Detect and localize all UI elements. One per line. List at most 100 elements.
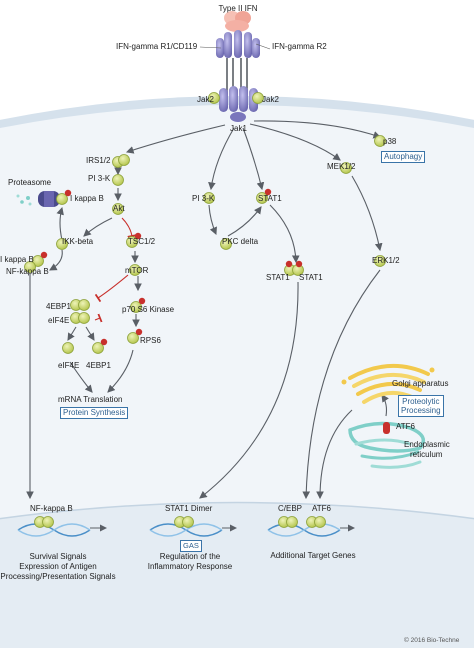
arrow-jak-to-p38 [253, 120, 382, 139]
gas-box: GAS [180, 540, 202, 552]
irs-node-b [118, 154, 130, 166]
eif4e-node-b [78, 312, 90, 324]
jak1-label: Jak1 [230, 124, 247, 133]
mtor-node [129, 264, 141, 276]
akt-node [112, 203, 124, 215]
dna-helix-middle [149, 523, 237, 537]
erk-label: ERK1/2 [372, 256, 400, 265]
phospho-rps6 [135, 328, 143, 336]
er-label-2: reticulum [410, 450, 443, 459]
phospho-ikappab-top [64, 189, 72, 197]
stat1-dimer-left-label: STAT1 [266, 273, 290, 282]
arrow-stat1-to-dimer [269, 204, 300, 264]
arrow-akt-to-ikk [83, 217, 113, 237]
p70-node [130, 301, 142, 313]
nucleus-atf6-b [314, 516, 326, 528]
p70-label: p70 S6 Kinase [122, 305, 175, 314]
arrow-golgi-to-atf6 [316, 409, 353, 500]
nucleus-cebp-label: C/EBP [278, 504, 303, 513]
arrow-dimer-to-nucleus [199, 281, 299, 499]
phospho-p70 [138, 297, 146, 305]
pi3k-left-node [112, 174, 124, 186]
pi3k-mid-label: PI 3-K [192, 194, 215, 203]
nucleus-nfkb-label: NF-kappa B [30, 504, 73, 513]
ifn-gamma-ligand [224, 11, 251, 32]
irs-label: IRS1/2 [86, 156, 111, 165]
output-left-line3: Processing/Presentation Signals [0, 572, 116, 581]
jak2-left-dot [208, 92, 220, 104]
arrow-eif4e-to-mrna [69, 361, 93, 393]
phospho-marks [40, 188, 303, 346]
pkc-label: PKC delta [222, 237, 259, 246]
eif4e-free-label: eIF4E [58, 361, 80, 370]
eif4e-label: eIF4E [48, 316, 70, 325]
pi3k-left-label: PI 3-K [88, 174, 111, 183]
p38-label: p38 [383, 137, 397, 146]
nucleus-atf6-label: ATF6 [312, 504, 331, 513]
mek-node [340, 162, 352, 174]
arrow-release-nfkb [49, 249, 63, 271]
mek-label: MEK1/2 [327, 162, 356, 171]
dna-helix-right [267, 523, 355, 537]
arrow-mek-to-erk [351, 175, 383, 252]
output-middle: Regulation of the Inflammatory Response [140, 552, 240, 572]
erk-node [374, 255, 386, 267]
phospho-ikappab-bottom [40, 251, 48, 259]
proteasome [16, 191, 60, 207]
phospho-stat1-dimer-a [285, 260, 293, 268]
eif4e-free-node [62, 342, 74, 354]
arrow-jak-to-mek [249, 123, 341, 161]
nucleus [0, 501, 474, 648]
inhibit-akt-tsc [121, 217, 137, 238]
stat1-dimer-right-label: STAT1 [299, 273, 323, 282]
ifn-gamma-receptor-complex [216, 30, 260, 122]
receptor-r1-label: IFN-gamma R1/CD119 [116, 42, 198, 51]
arrow-4ebp-to-4ebp1 [85, 326, 95, 341]
ikappab-bottom-node [32, 255, 44, 267]
arrow-atf6-to-golgi [381, 394, 389, 417]
nfkb-cyto-node [24, 261, 36, 273]
4ebp-free-node [92, 342, 104, 354]
dna-helix-left [17, 523, 107, 537]
ikk-node [56, 238, 68, 250]
inhibit-split [94, 313, 103, 323]
proteolytic-line2: Processing [401, 406, 441, 416]
phospho-stat1 [264, 188, 272, 196]
output-left-line1: Survival Signals [29, 552, 87, 561]
output-right: Additional Target Genes [270, 551, 356, 560]
mtor-label: mTOR [125, 266, 149, 275]
jak2-right-label: Jak2 [262, 95, 279, 104]
pi3k-mid-node [203, 192, 215, 204]
output-mid-line2: Inflammatory Response [147, 562, 233, 571]
output-mid-line1: Regulation of the [159, 552, 221, 561]
ikappab-top-label: I kappa B [70, 194, 104, 203]
nfkb-cyto-label: NF-kappa B [6, 267, 49, 276]
stat1-node [256, 192, 268, 204]
4ebp1-node-b [78, 299, 90, 311]
mrna-label: mRNA Translation [58, 395, 123, 404]
stat1-label: STAT1 [258, 194, 282, 203]
4ebp1-label: 4EBP1 [46, 302, 71, 311]
copyright: © 2016 Bio-Techne [404, 637, 460, 644]
endoplasmic-reticulum [348, 421, 426, 469]
output-left: Survival Signals Expression of Antigen P… [0, 552, 120, 582]
proteolytic-line1: Proteolytic [402, 397, 440, 406]
p38-node [374, 135, 386, 147]
arrow-rps6-to-mrna [107, 349, 134, 393]
autophagy-box: Autophagy [381, 151, 426, 163]
ikappab-bottom-label: I kappa B [0, 255, 34, 264]
arrow-pi3k-to-pkc [208, 204, 217, 236]
arrow-pkc-to-stat1 [227, 206, 262, 237]
ikk-label: IKK-beta [62, 237, 94, 246]
phospho-stat1-dimer-b [295, 260, 303, 268]
golgi-label: Golgi apparatus [392, 379, 449, 388]
jak2-right-dot [252, 92, 264, 104]
receptor-r2-label: IFN-gamma R2 [272, 42, 327, 51]
arrow-jak-to-pi3k [208, 127, 235, 191]
rps6-node [127, 332, 139, 344]
er-label-1: Endoplasmic [404, 440, 450, 449]
4ebp-free-label: 4EBP1 [86, 361, 111, 370]
nucleus-stat-dimer-label: STAT1 Dimer [165, 504, 213, 513]
arrow-erk-to-nucleus [302, 269, 381, 500]
nucleus-nfkb-b [42, 516, 54, 528]
